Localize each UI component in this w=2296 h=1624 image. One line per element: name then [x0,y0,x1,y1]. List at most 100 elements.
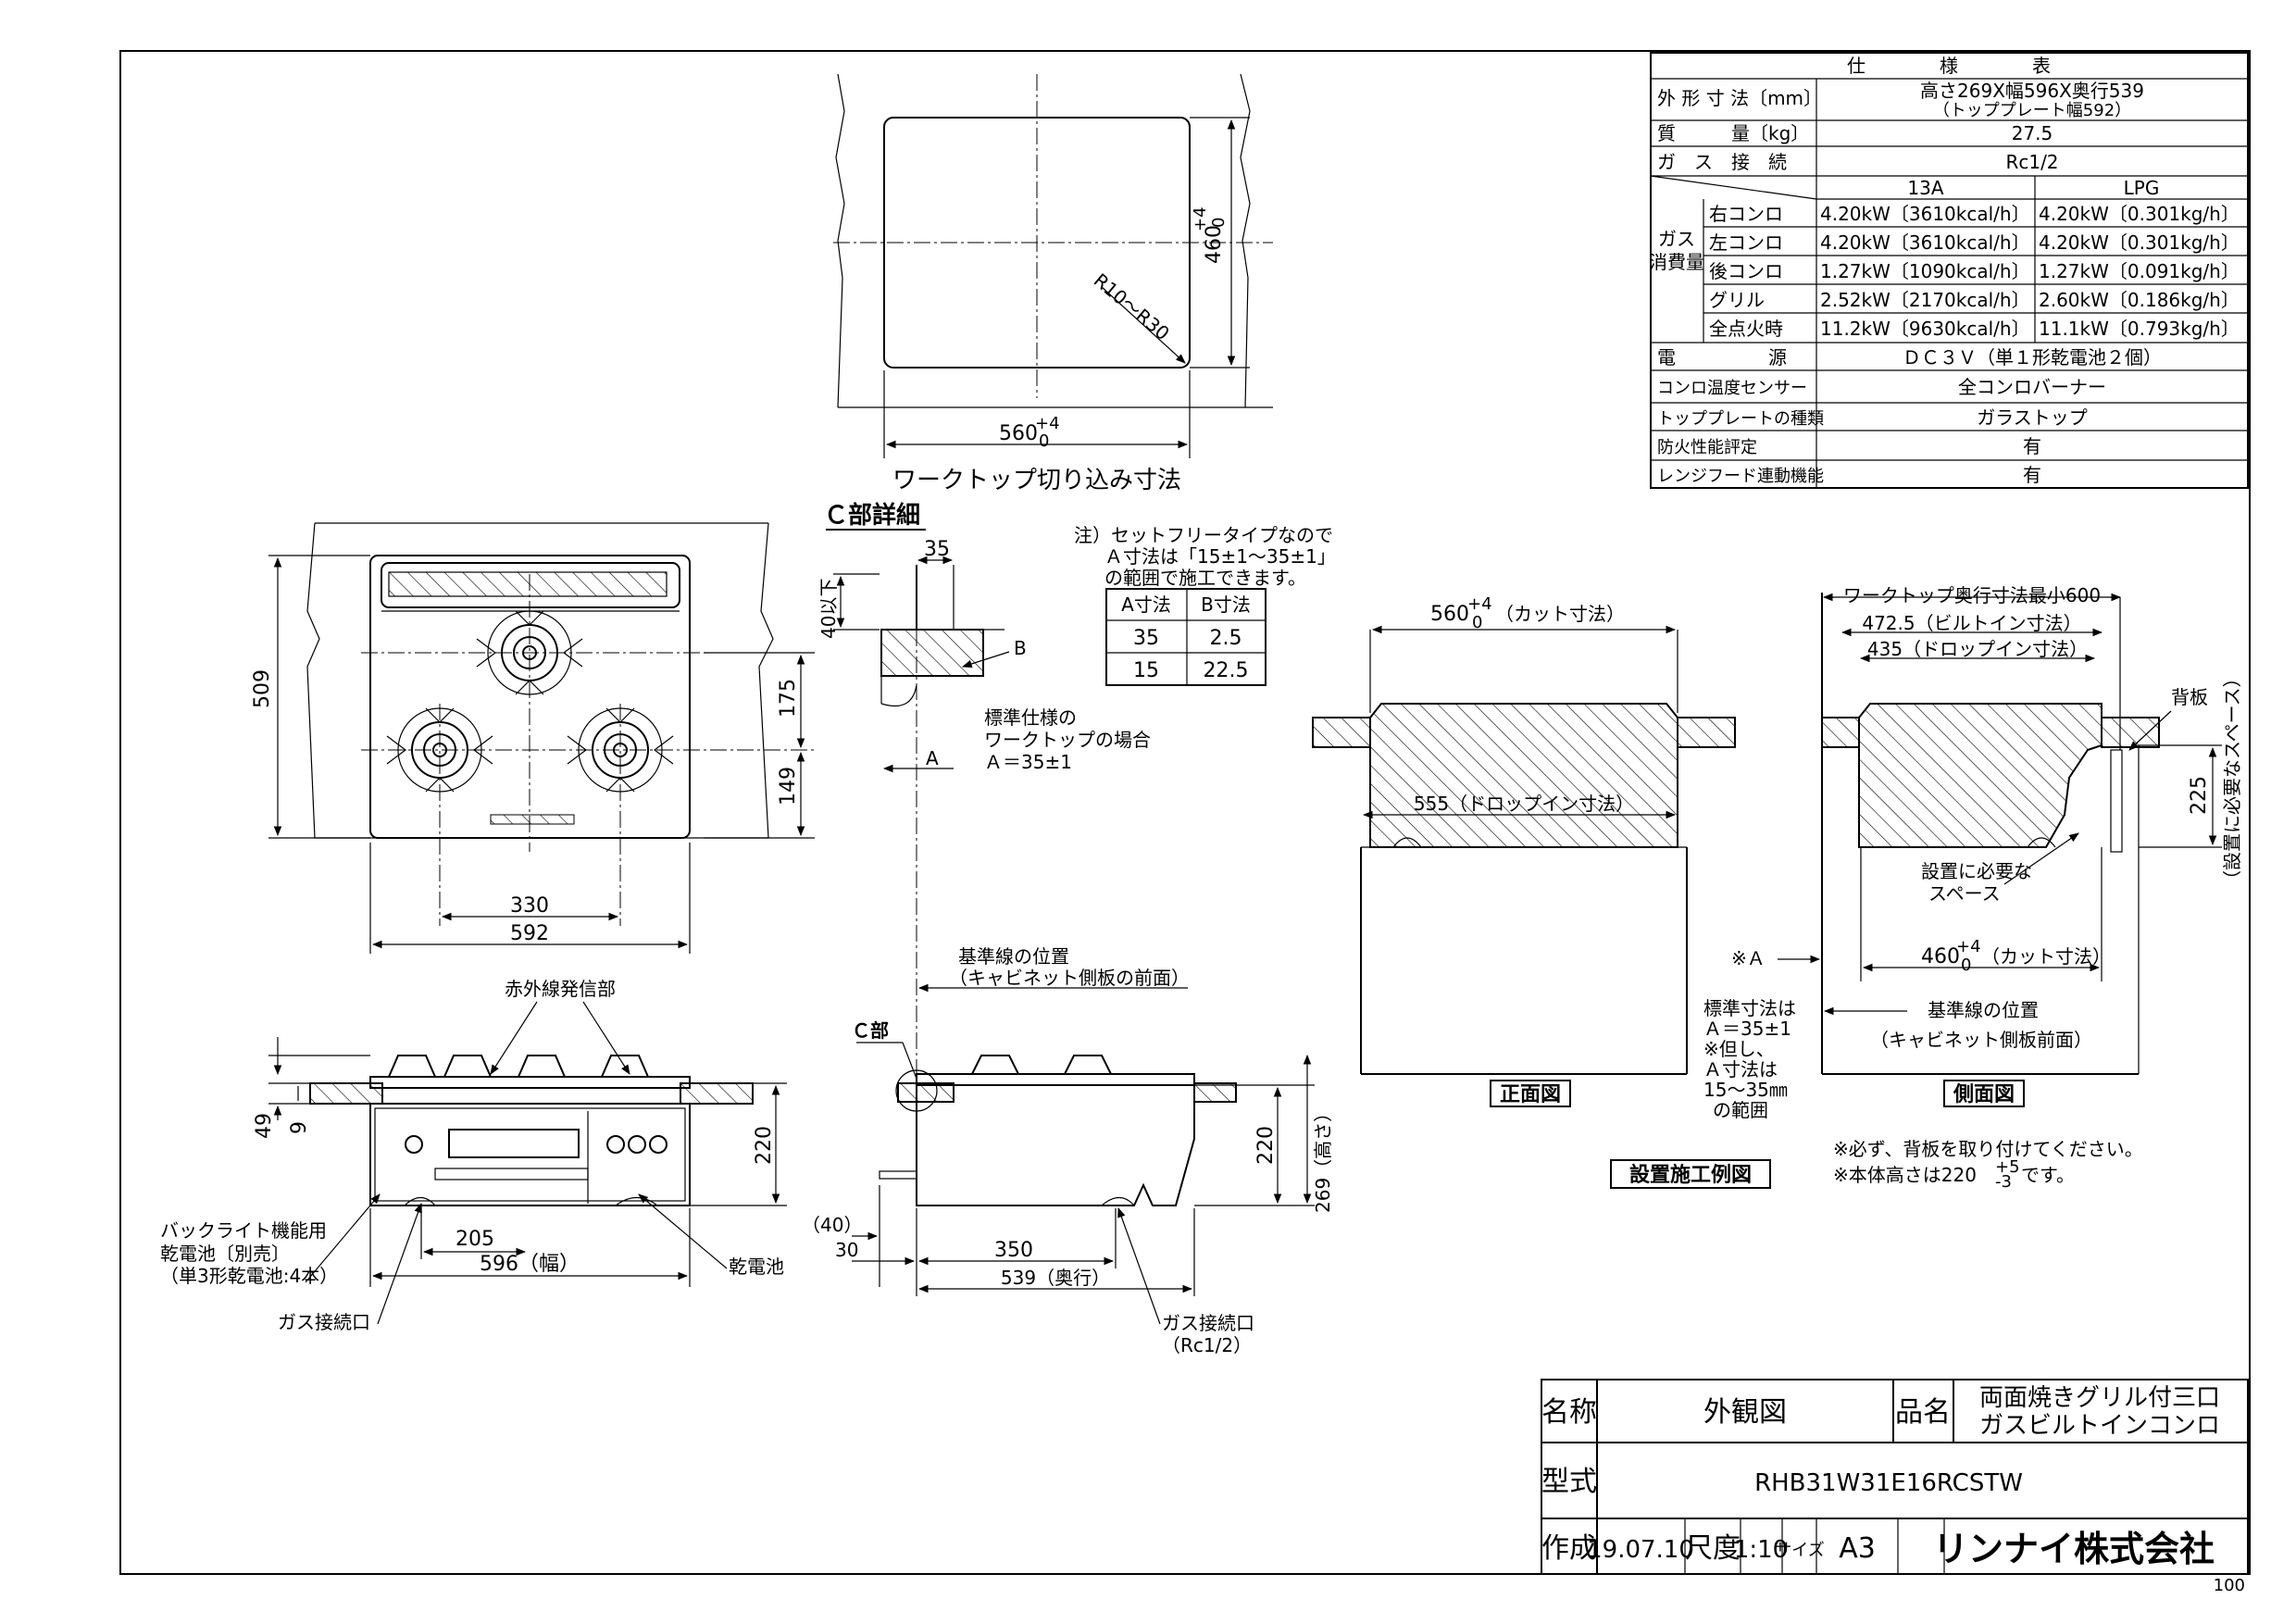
tb-model-value: RHB31W31E16RCSTW [1754,1469,2023,1497]
gas-row: グリル 2.52kW〔2170kcal/h〕 2.60kW〔0.186kg/h〕 [1709,289,2240,311]
spec-label-sensor: コンロ温度センサー [1657,379,1807,398]
ab-table: A寸法 B寸法 35 2.5 15 22.5 [1105,588,1267,686]
spec-label-topplate: トッププレートの種類 [1657,409,1824,429]
side-gas-conn-2: （Rc1/2） [1162,1334,1252,1356]
gas-group-label-1: ガス [1658,228,1695,250]
gas-row-lpg: 1.27kW〔0.091kg/h〕 [2039,260,2240,282]
std-note: 15〜35㎜ [1703,1079,1788,1101]
sheet-border [119,50,2251,1575]
c-label-b: B [1014,637,1027,659]
std-note: 標準寸法は [1703,997,1796,1019]
install-front-cut-tol0: 0 [1472,613,1482,632]
side-dim-269: 269（高さ） [1312,1104,1334,1213]
battery-note-1: バックライト機能用 [160,1219,327,1242]
install-front-cut-note: （カット寸法） [1495,603,1625,625]
gas-row: 左コンロ 4.20kW〔3610kcal/h〕 4.20kW〔0.301kg/h… [1709,231,2240,254]
dim-509: 509 [251,669,274,708]
front-dim-596: 596（幅） [480,1253,580,1276]
cutout-depth: 460 [1203,225,1226,264]
gas-row-name: 後コンロ [1709,260,1783,282]
install-side: ワークトップ奥行寸法最小600 472.5（ビルトイン寸法） 435（ドロップイ… [1610,584,2243,1192]
cutout-width-tol0: 0 [1039,431,1049,451]
ab-cell: 15 [1133,659,1159,682]
c-dim-40: 40以下 [817,579,840,639]
spec-label-mass: 質 量〔kg〕 [1657,122,1809,144]
ab-header-a: A寸法 [1121,593,1171,616]
cutout-width-tol: +4 [1035,414,1060,433]
cutout-radius: R10〜R30 [1090,269,1174,344]
gas-row-name: 右コンロ [1709,203,1783,225]
gas-row-lpg: 2.60kW〔0.186kg/h〕 [2039,289,2240,311]
spec-title: 仕 様 表 [1847,55,2051,77]
install-front-drop: 555（ドロップイン寸法） [1414,793,1634,815]
c-std-note-2: ワークトップの場合 [984,729,1151,751]
tb-name-value: 外観図 [1703,1396,1787,1429]
side-baseline-2: （キャビネット側板の前面） [949,967,1190,989]
gas-row-13a: 1.27kW〔1090kcal/h〕 [1820,260,2030,282]
c-std-note-1: 標準仕様の [984,706,1077,729]
c-dim-35: 35 [924,538,950,561]
tb-model-label: 型式 [1541,1466,1597,1498]
side-baseline-1: 基準線の位置 [958,945,1069,968]
front-dim-49: 49 [253,1113,276,1139]
spec-value-hood: 有 [2023,464,2041,486]
dim-592: 592 [510,922,549,945]
ab-cell: 22.5 [1204,659,1249,682]
side-dim-30: 30 [835,1239,858,1261]
cutout-width: 560 [999,422,1038,445]
spec-label-power: 電 源 [1657,346,1787,369]
ab-header-b: B寸法 [1201,593,1251,616]
gas-row-name: 全点火時 [1709,318,1783,340]
note-height-tol-plus: +5 [1995,1157,2020,1177]
tb-made-label: 作成 [1541,1532,1597,1565]
spec-value-sensor: 全コンロバーナー [1958,376,2106,398]
std-note: の範囲 [1713,1099,1768,1121]
gas-row-13a: 4.20kW〔3610kcal/h〕 [1820,203,2030,225]
builtin-dim: 472.5（ビルトイン寸法） [1862,612,2081,634]
front-dim-205: 205 [455,1228,494,1251]
gas-group-label-2: 消費量 [1649,251,1704,273]
company-logo: リンナイ株式会社 [1933,1529,2215,1569]
gas-row-lpg: 11.1kW〔0.793kg/h〕 [2039,318,2240,340]
note-height-tol-minus: -3 [1995,1172,2012,1192]
c-label-a: A [926,747,939,769]
gas-row: 全点火時 11.2kW〔9630kcal/h〕 11.1kW〔0.793kg/h… [1709,318,2240,340]
gas-row-name: グリル [1709,289,1765,311]
gas-header-lpg: LPG [2124,177,2160,199]
tb-product-value-1: 両面焼きグリル付三口 [1979,1384,2220,1412]
cutout-caption: ワークトップ切り込み寸法 [892,467,1181,494]
std-note: Ａ寸法は [1703,1058,1778,1081]
spec-value-gas: Rc1/2 [2005,151,2058,173]
c-note-2: Ａ寸法は「15±1〜35±1」 [1104,545,1336,568]
tb-size-label: サイズ [1775,1541,1824,1560]
side-gas-conn-1: ガス接続口 [1162,1312,1254,1334]
c-note-3: の範囲で施工できます。 [1104,567,1306,589]
tb-scale-value: 1:10 [1734,1536,1788,1564]
install-side-cut-note: （カット寸法） [1981,945,2111,968]
spec-label-dims: 外 形 寸 法〔mm〕 [1657,87,1822,109]
worktop-min: ワークトップ奥行寸法最小600 [1843,584,2101,606]
spec-value-dims-sub: （トッププレート幅592） [1933,101,2131,120]
spec-value-mass: 27.5 [2012,122,2053,144]
side-c-label: Ｃ部 [852,1019,889,1042]
install-front-cut: 560 [1430,603,1469,626]
side-dim-539: 539（奥行） [1001,1267,1110,1289]
ab-cell: 2.5 [1210,627,1242,650]
dim-330: 330 [510,894,549,918]
front-dim-220: 220 [753,1126,776,1165]
side-dim-350: 350 [994,1239,1033,1262]
spec-label-hood: レンジフード連動機能 [1657,467,1824,486]
std-note: Ａ＝35±1 [1703,1018,1791,1040]
front-view: 赤外線発信部 49 9 220 205 5 [160,978,787,1333]
install-baseline-2: （キャビネット側板前面） [1870,1029,2092,1051]
spec-label-fire: 防火性能評定 [1657,438,1757,457]
tb-name-label: 名称 [1541,1396,1597,1429]
c-detail-title: Ｃ部詳細 [824,501,920,530]
install-side-cut-tol: +4 [1956,937,1981,956]
spec-value-power: ＤＣ３Ｖ（単１形乾電池２個） [1903,346,2162,369]
gas-row: 右コンロ 4.20kW〔3610kcal/h〕 4.20kW〔0.301kg/h… [1709,203,2240,225]
title-block: 名称 外観図 品名 両面焼きグリル付三口 ガスビルトインコンロ 型式 RHB31… [1541,1379,2249,1575]
spec-label-gas: ガ ス 接 続 [1657,151,1787,173]
install-baseline-1: 基準線の位置 [1928,999,2039,1021]
